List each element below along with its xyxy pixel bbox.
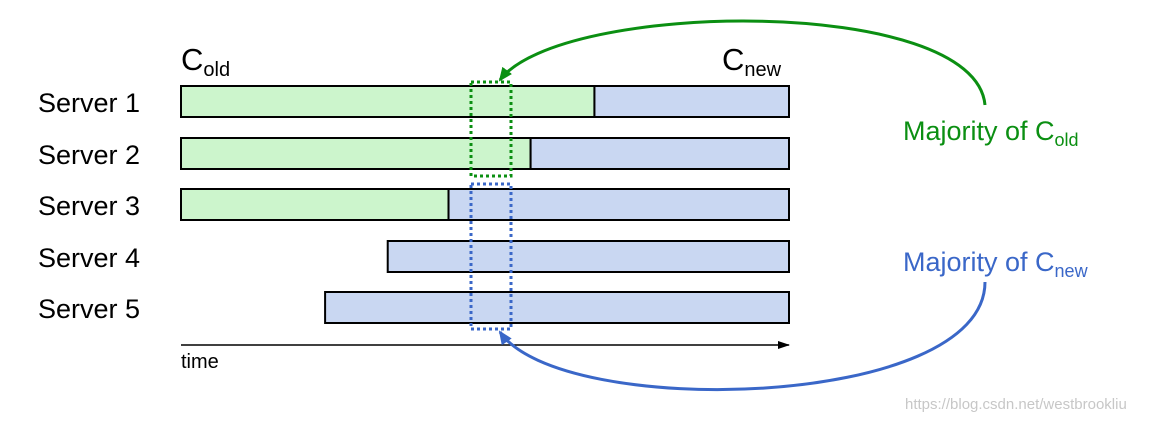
c-old-label: Cold xyxy=(181,42,230,81)
majority-new-box xyxy=(469,182,513,331)
server-2-new-config-segment xyxy=(529,137,790,170)
server-3-new-config-segment xyxy=(447,188,790,221)
server-5-label: Server 5 xyxy=(38,294,140,324)
majority-new-arrow xyxy=(498,281,987,392)
server-3-old-config-segment xyxy=(180,188,450,221)
server-1-new-config-segment xyxy=(593,85,790,118)
server-4-label: Server 4 xyxy=(38,243,140,273)
server-4-new-config-segment xyxy=(386,240,790,273)
server-1-label: Server 1 xyxy=(38,88,140,118)
server-rows: Server 1 Server 2 Server 3 Server 4 Serv… xyxy=(38,85,790,324)
server-5-new-config-segment xyxy=(324,291,790,324)
server-3-label: Server 3 xyxy=(38,191,140,221)
c-new-label: Cnew xyxy=(722,42,782,81)
majority-old-box xyxy=(469,80,513,178)
server-2-label: Server 2 xyxy=(38,140,140,170)
time-axis-label: time xyxy=(181,351,219,373)
server-1-old-config-segment xyxy=(180,85,596,118)
majority-old-label: Majority of Cold xyxy=(903,116,1079,150)
server-bars xyxy=(180,85,790,324)
watermark: https://blog.csdn.net/westbrookliu xyxy=(905,396,1127,413)
server-2-old-config-segment xyxy=(180,137,532,170)
majority-new-label: Majority of Cnew xyxy=(903,247,1089,281)
majority-old-arrow xyxy=(498,19,987,106)
